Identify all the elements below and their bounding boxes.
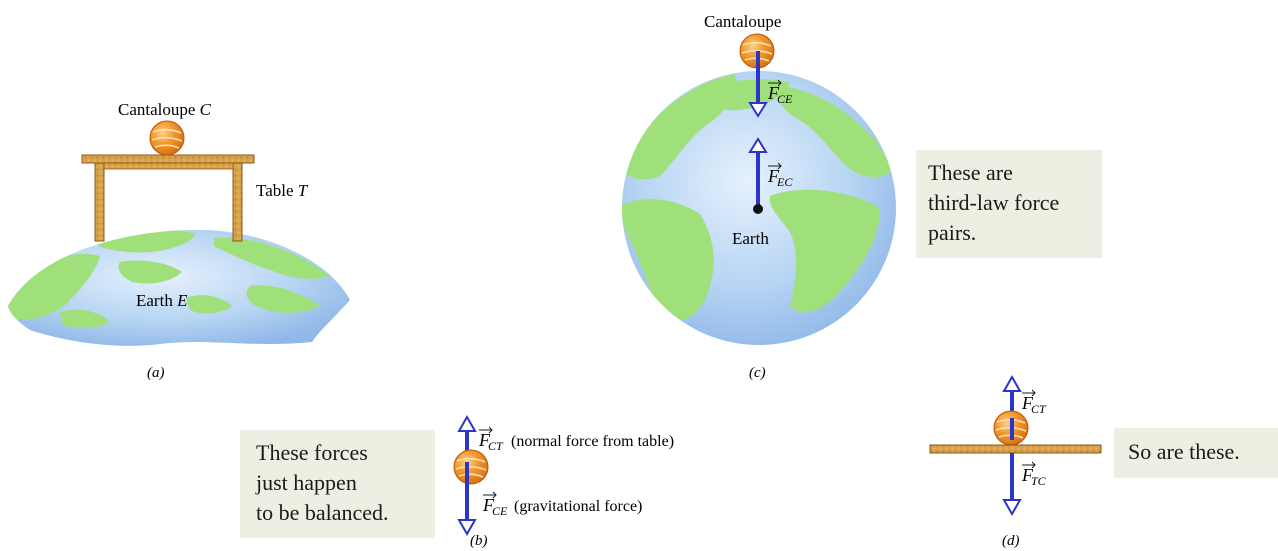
caption-b: (b) xyxy=(470,533,488,549)
svg-text:F: F xyxy=(767,166,780,186)
panel-c: Cantaloupe F CE F EC Earth (c) xyxy=(622,12,896,381)
force-arrow-tc-d xyxy=(1002,453,1022,517)
svg-text:F: F xyxy=(482,495,495,515)
note-line: So are these. xyxy=(1128,439,1240,464)
note-balanced-forces: These forces just happen to be balanced. xyxy=(240,430,435,538)
note-line: These forces xyxy=(256,440,368,465)
svg-text:(normal force from table): (normal force from table) xyxy=(511,433,674,450)
note-line: These are xyxy=(928,160,1013,185)
panel-a: Cantaloupe C Table T Earth E (a) xyxy=(8,100,350,381)
earth-label-c: Earth xyxy=(732,229,769,248)
svg-text:CT: CT xyxy=(1031,402,1047,416)
earth-a xyxy=(8,229,350,346)
earth-label-a: Earth E xyxy=(136,291,188,310)
force-arrow-ce-b xyxy=(457,462,477,537)
force-label-ce-b: F CE (gravitational force) xyxy=(482,491,642,518)
note-line: to be balanced. xyxy=(256,500,389,525)
note-line: just happen xyxy=(256,470,357,495)
cantaloupe-label-a: Cantaloupe C xyxy=(118,100,212,119)
force-label-tc-d: F TC xyxy=(1021,461,1047,488)
cantaloupe-b xyxy=(453,449,489,485)
panel-b: F CT (normal force from table) F CE (gra… xyxy=(453,414,674,549)
table-a xyxy=(81,154,255,242)
table-top-d xyxy=(929,444,1102,454)
table-label-a: Table T xyxy=(256,181,309,200)
svg-text:TC: TC xyxy=(1031,474,1047,488)
svg-text:F: F xyxy=(478,430,491,450)
svg-text:F: F xyxy=(767,83,780,103)
force-label-ec-c: F EC xyxy=(767,162,793,189)
force-arrow-ec-c xyxy=(748,137,768,208)
svg-text:CT: CT xyxy=(488,439,504,453)
note-line: pairs. xyxy=(928,220,977,245)
note-third-law-pairs: These are third-law force pairs. xyxy=(916,150,1102,258)
caption-c: (c) xyxy=(749,365,766,381)
cantaloupe-label-c: Cantaloupe xyxy=(704,12,781,31)
note-so-are-these: So are these. xyxy=(1114,428,1278,478)
panel-d: F CT F TC (d) xyxy=(929,374,1102,549)
svg-text:(gravitational force): (gravitational force) xyxy=(514,498,642,515)
note-line: third-law force xyxy=(928,190,1060,215)
caption-a: (a) xyxy=(147,365,165,381)
earth-center-dot xyxy=(753,204,763,214)
force-label-ct-b: F CT (normal force from table) xyxy=(478,426,674,453)
svg-text:EC: EC xyxy=(776,175,793,189)
force-label-ce-c: F CE xyxy=(767,79,793,106)
cantaloupe-a xyxy=(149,120,185,156)
caption-d: (d) xyxy=(1002,533,1020,549)
force-label-ct-d: F CT xyxy=(1021,389,1047,416)
svg-text:F: F xyxy=(1021,465,1034,485)
force-arrow-ce-c xyxy=(748,51,768,118)
svg-text:F: F xyxy=(1021,393,1034,413)
svg-text:CE: CE xyxy=(492,504,508,518)
svg-text:CE: CE xyxy=(777,92,793,106)
